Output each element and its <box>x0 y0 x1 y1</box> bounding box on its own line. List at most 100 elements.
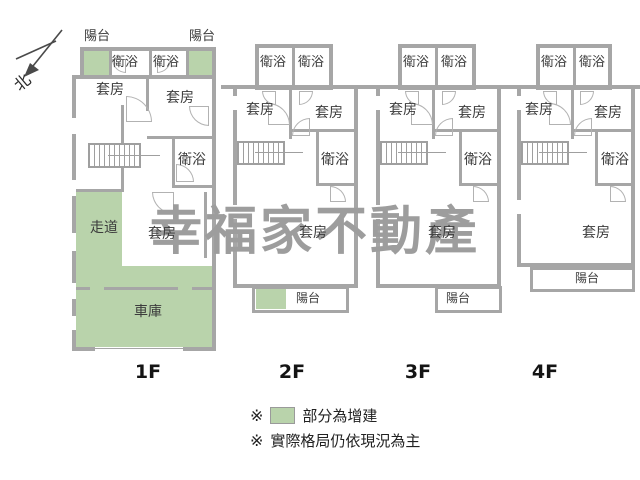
wall-segment <box>571 89 574 139</box>
stairs-direction-line <box>398 152 446 153</box>
window <box>233 205 237 219</box>
wall-segment <box>571 129 633 132</box>
room-label-garage: 車庫 <box>134 304 162 320</box>
wall-segment <box>292 47 295 87</box>
garage-door-opening <box>95 347 183 351</box>
window <box>517 200 521 214</box>
stairs-direction-line <box>108 155 160 156</box>
room-label-bath: 衛浴 <box>464 152 492 168</box>
room-label-balcony: 陽台 <box>189 29 216 44</box>
window <box>72 180 76 196</box>
floor-label-4f: 4F <box>531 361 559 383</box>
wall-segment <box>289 89 292 139</box>
room-label-suite: 套房 <box>458 105 486 121</box>
wall-segment <box>76 189 122 192</box>
wall-segment <box>109 50 112 77</box>
4f-balcony-outline <box>530 267 635 292</box>
room-label-bath: 衛浴 <box>601 152 629 168</box>
room-label-balcony: 陽台 <box>446 291 471 305</box>
room-label-balcony: 陽台 <box>296 291 321 305</box>
room-label-suite: 套房 <box>299 225 327 241</box>
stairs-direction-line <box>255 152 303 153</box>
window <box>233 96 237 110</box>
wall-stub <box>221 85 233 89</box>
wall-stub <box>505 85 517 89</box>
window <box>517 96 521 110</box>
legend-green-swatch <box>270 407 296 424</box>
legend-text-addition: 部分為增建 <box>302 407 378 425</box>
room-label-suite: 套房 <box>594 105 622 121</box>
room-label-suite: 套房 <box>525 102 553 118</box>
3f-stairs <box>380 141 428 165</box>
wall-segment <box>316 129 319 186</box>
room-label-bath: 衛浴 <box>153 55 180 70</box>
room-label-bath: 衛浴 <box>260 55 287 70</box>
wall-segment <box>432 89 435 139</box>
wall-segment <box>147 136 213 139</box>
wall-segment <box>595 183 633 186</box>
4f-stairs <box>521 141 569 165</box>
agency-watermark: 幸福家不動產 <box>150 202 481 262</box>
legend-text-disclaimer: 實際格局仍依現況為主 <box>270 432 421 450</box>
room-label-suite: 套房 <box>246 102 274 118</box>
1f-addition-corridor <box>76 192 122 280</box>
room-label-suite: 套房 <box>315 105 343 121</box>
window <box>72 316 76 330</box>
wall-segment <box>172 185 213 188</box>
door-opening <box>178 287 192 290</box>
wall-segment <box>316 183 355 186</box>
room-label-bath: 衛浴 <box>441 55 468 70</box>
wall-segment <box>435 47 438 87</box>
wall-segment <box>172 136 175 188</box>
wall-segment <box>204 192 207 258</box>
window <box>72 233 76 251</box>
room-label-suite: 套房 <box>96 82 124 98</box>
window <box>376 96 380 110</box>
legend-line-1: ※ 部分為增建 <box>250 405 377 426</box>
wall-segment <box>573 47 576 87</box>
room-label-bath: 衛浴 <box>112 55 139 70</box>
legend-bullet: ※ <box>250 431 264 450</box>
room-label-balcony: 陽台 <box>575 271 600 285</box>
window <box>72 118 76 134</box>
room-label-suite: 套房 <box>389 102 417 118</box>
room-label-suite: 套房 <box>582 225 610 241</box>
wall-segment <box>459 129 462 186</box>
3f-balcony-outline <box>435 286 502 313</box>
compass-north-icon: 北 <box>10 29 63 94</box>
room-label-suite: 套房 <box>428 225 456 241</box>
window <box>72 283 76 299</box>
2f-stairs <box>237 141 285 165</box>
floor-label-3f: 3F <box>404 361 432 383</box>
2f-balcony-outline <box>252 286 349 313</box>
room-label-bath: 衛浴 <box>298 55 325 70</box>
window <box>376 205 380 219</box>
wall-stub <box>364 85 376 89</box>
4f-outline <box>517 85 635 267</box>
room-label-bath: 衛浴 <box>403 55 430 70</box>
wall-segment <box>432 129 498 132</box>
wall-segment <box>76 287 212 290</box>
wall-segment <box>146 79 149 111</box>
room-label-suite: 套房 <box>148 226 176 242</box>
room-label-corridor: 走道 <box>90 220 118 236</box>
wall-segment <box>289 129 355 132</box>
room-label-suite: 套房 <box>166 90 194 106</box>
1f-addition-balcony-right <box>188 51 212 76</box>
wall-segment <box>459 183 498 186</box>
floor-label-1f: 1F <box>134 361 162 383</box>
2f-addition-balcony <box>256 289 286 309</box>
wall-segment <box>595 129 598 186</box>
room-label-balcony: 陽台 <box>84 29 111 44</box>
wall-segment <box>149 50 152 77</box>
1f-addition-balcony-left <box>84 51 109 76</box>
room-label-bath: 衛浴 <box>541 55 568 70</box>
garage-door-line <box>95 348 183 349</box>
room-label-bath: 衛浴 <box>579 55 606 70</box>
floor-label-2f: 2F <box>278 361 306 383</box>
legend-line-2: ※ 實際格局仍依現況為主 <box>250 430 420 451</box>
room-label-bath: 衛浴 <box>321 152 349 168</box>
room-label-bath: 衛浴 <box>178 152 206 168</box>
1f-addition-garage <box>76 266 212 347</box>
